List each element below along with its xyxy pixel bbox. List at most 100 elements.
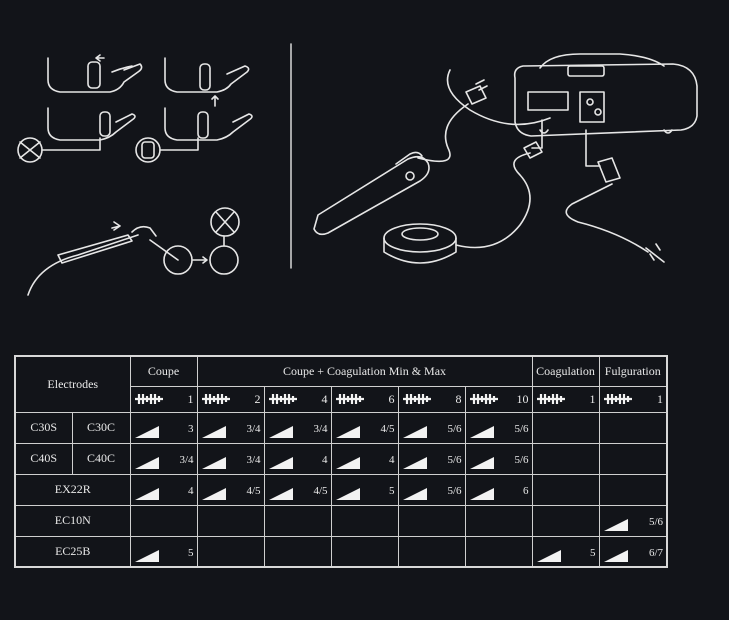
power-wedge-icon — [335, 488, 360, 500]
power-wedge-icon — [469, 488, 494, 500]
mode-cell: 10 — [464, 385, 533, 413]
power-value: 4 — [188, 485, 194, 497]
waveform-pulse-icon — [469, 394, 498, 404]
mode-cell: 6 — [330, 385, 399, 413]
power-wedge-icon — [134, 457, 159, 469]
electrodes-header: Electrodes — [14, 355, 131, 413]
electrode-pen-illustration — [27, 207, 240, 296]
power-setting-cell: 4/5 — [263, 473, 332, 506]
waveform-pulse-icon — [402, 394, 431, 404]
power-setting-cell: 3/4 — [196, 442, 265, 475]
power-wedge-icon — [402, 488, 427, 500]
mode-cell: 4 — [263, 385, 332, 413]
power-wedge-icon — [134, 549, 159, 562]
power-setting-cell: 3/4 — [129, 442, 198, 475]
power-setting-cell: 4/5 — [330, 411, 399, 444]
settings-table: Electrodes Coupe Coupe + Coagulation Min… — [14, 355, 669, 568]
power-setting-cell: 4 — [263, 442, 332, 475]
table-row: EC10N 5/6 — [14, 504, 668, 537]
power-setting-cell: 4 — [129, 473, 198, 506]
power-wedge-icon — [603, 549, 628, 562]
illustration-area — [17, 43, 698, 296]
power-value: 5/6 — [447, 485, 462, 497]
waveform-pulse-icon — [201, 394, 230, 404]
waveform-pulse-icon — [134, 394, 163, 404]
mode-number: 6 — [388, 391, 395, 406]
power-setting-cell — [531, 411, 600, 444]
power-setting-cell — [598, 442, 668, 475]
electrode-label: EX22R — [14, 473, 131, 506]
waveform-pulse-icon — [603, 394, 632, 404]
power-setting-cell — [531, 504, 600, 537]
power-value: 6 — [523, 485, 529, 497]
power-wedge-icon — [134, 488, 159, 500]
electrode-label: C40C — [71, 442, 131, 475]
power-value: 4 — [322, 454, 328, 466]
electrode-label: EC10N — [14, 504, 131, 537]
power-value: 3/4 — [246, 423, 261, 435]
power-wedge-icon — [268, 488, 293, 500]
power-wedge-icon — [335, 457, 360, 469]
power-setting-cell: 5 — [531, 535, 600, 568]
power-setting-cell — [531, 442, 600, 475]
power-setting-cell: 6 — [464, 473, 533, 506]
power-wedge-icon — [134, 426, 159, 438]
mode-number: 8 — [455, 391, 462, 406]
power-setting-cell: 3/4 — [196, 411, 265, 444]
power-setting-cell — [263, 504, 332, 537]
electrode-label: C30C — [71, 411, 131, 444]
power-setting-cell — [531, 473, 600, 506]
power-setting-cell: 4/5 — [196, 473, 265, 506]
power-value: 3 — [188, 423, 194, 435]
power-wedge-icon — [402, 426, 427, 438]
mode-cell: 8 — [397, 385, 466, 413]
power-setting-cell — [598, 411, 668, 444]
power-wedge-icon — [201, 426, 226, 438]
power-wedge-icon — [402, 457, 427, 469]
power-value: 5/6 — [514, 423, 529, 435]
power-setting-cell — [397, 535, 466, 568]
power-value: 5/6 — [447, 423, 462, 435]
power-value: 4 — [389, 454, 395, 466]
power-setting-cell: 5/6 — [397, 411, 466, 444]
power-setting-cell — [397, 504, 466, 537]
coagulation-header: Coagulation — [531, 355, 600, 387]
mode-number: 10 — [516, 391, 529, 406]
power-value: 5/6 — [648, 516, 664, 528]
power-setting-cell — [196, 504, 265, 537]
power-wedge-icon — [268, 426, 293, 438]
waveform-pulse-icon — [536, 394, 565, 404]
power-setting-cell: 5 — [129, 535, 198, 568]
mode-cell: 1 — [598, 385, 668, 413]
power-value: 3/4 — [179, 454, 194, 466]
coupe-header: Coupe — [129, 355, 198, 387]
hand-electrode-illustration — [17, 54, 253, 163]
power-setting-cell: 5 — [330, 473, 399, 506]
power-setting-cell — [196, 535, 265, 568]
power-value: 5 — [590, 546, 596, 559]
power-setting-cell: 5/6 — [464, 442, 533, 475]
power-wedge-icon — [603, 519, 628, 531]
mode-number: 1 — [187, 391, 194, 406]
power-wedge-icon — [335, 426, 360, 438]
power-value: 4/5 — [313, 485, 328, 497]
power-setting-cell: 5/6 — [598, 504, 668, 537]
power-value: 5/6 — [447, 454, 462, 466]
power-wedge-icon — [201, 488, 226, 500]
mode-number: 1 — [589, 391, 596, 406]
power-value: 4/5 — [246, 485, 261, 497]
power-setting-cell — [129, 504, 198, 537]
power-wedge-icon — [469, 426, 494, 438]
mode-number: 4 — [321, 391, 328, 406]
power-value: 3/4 — [246, 454, 261, 466]
mode-number: 2 — [254, 391, 261, 406]
coupe-coag-header: Coupe + Coagulation Min & Max — [196, 355, 533, 387]
electrode-label: EC25B — [14, 535, 131, 568]
power-setting-cell — [598, 473, 668, 506]
power-setting-cell: 5/6 — [397, 442, 466, 475]
power-setting-cell: 3 — [129, 411, 198, 444]
power-setting-cell — [330, 504, 399, 537]
